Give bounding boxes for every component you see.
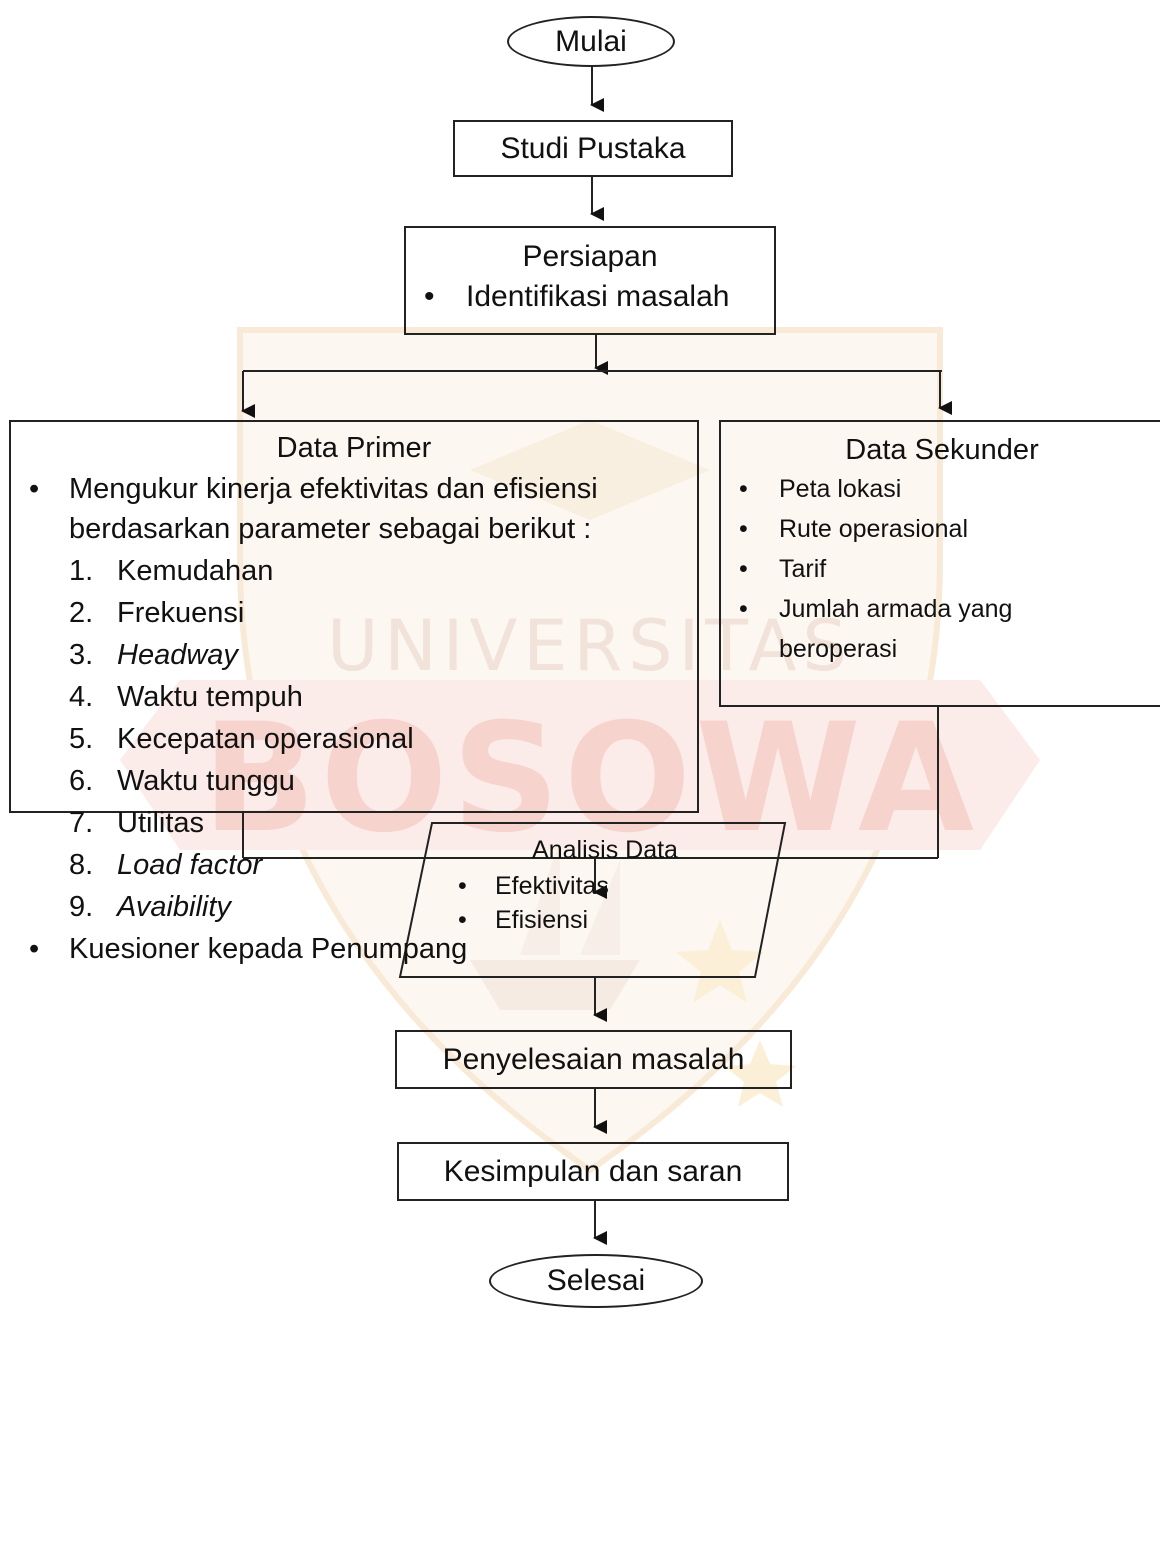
studi-pustaka-label: Studi Pustaka <box>500 131 686 165</box>
persiapan-list: Identifikasi masalah <box>406 280 774 314</box>
data-sekunder-title: Data Sekunder <box>845 434 1039 466</box>
param-label: Avaibility <box>117 891 231 923</box>
bullet-1-line-1: Mengukur kinerja efektivitas dan efisien… <box>69 473 598 505</box>
param-label: Waktu tunggu <box>117 765 295 797</box>
start-label: Mulai <box>555 24 627 58</box>
data-primer-bullet-1: Mengukur kinerja efektivitas dan efisien… <box>11 469 697 929</box>
data-sekunder-item: Tarif <box>721 549 1160 589</box>
param-label: Kemudahan <box>117 555 274 587</box>
data-sekunder-item: Peta lokasi <box>721 469 1160 509</box>
data-primer-box: Data Primer Mengukur kinerja efektivitas… <box>9 420 699 969</box>
kesimpulan-saran-box: Kesimpulan dan saran <box>397 1142 789 1201</box>
persiapan-item: Identifikasi masalah <box>406 280 774 314</box>
penyelesaian-label: Penyelesaian masalah <box>442 1042 745 1076</box>
bullet-2-text: Kuesioner kepada Penumpang <box>69 933 468 965</box>
param-label: Frekuensi <box>117 597 245 629</box>
persiapan-box: Persiapan Identifikasi masalah <box>404 226 776 335</box>
parameter-list: 1.Kemudahan 2.Frekuensi 3.Headway 4.Wakt… <box>69 551 697 929</box>
param-label: Kecepatan operasional <box>117 723 414 755</box>
studi-pustaka-box: Studi Pustaka <box>453 120 733 177</box>
persiapan-title: Persiapan <box>522 240 658 273</box>
data-primer-title: Data Primer <box>276 432 432 464</box>
analisis-item: Efektivitas <box>440 869 760 903</box>
end-label: Selesai <box>546 1264 646 1297</box>
param-label: Headway <box>117 639 238 671</box>
param-item: 2.Frekuensi <box>69 597 245 629</box>
param-label: Waktu tempuh <box>117 681 303 713</box>
data-sekunder-item: Rute operasional <box>721 509 1160 549</box>
data-sekunder-list: Peta lokasi Rute operasional Tarif Jumla… <box>721 469 1160 669</box>
param-item: 7.Utilitas <box>69 807 205 839</box>
param-item: 3.Headway <box>69 639 238 671</box>
param-item: 4.Waktu tempuh <box>69 681 303 713</box>
kesimpulan-label: Kesimpulan dan saran <box>443 1154 743 1188</box>
param-label: Utilitas <box>117 807 205 839</box>
data-sekunder-item: Jumlah armada yang beroperasi <box>721 589 1160 669</box>
persiapan-item-text: Identifikasi masalah <box>466 280 730 313</box>
param-item: 5.Kecepatan operasional <box>69 723 414 755</box>
param-item: 8.Load factor <box>69 849 263 881</box>
param-item: 9.Avaibility <box>69 891 231 923</box>
param-label: Load factor <box>117 849 263 881</box>
end-terminal: Selesai <box>489 1254 703 1308</box>
penyelesaian-masalah-box: Penyelesaian masalah <box>395 1030 792 1089</box>
analisis-data-content: Analisis Data Efektivitas Efisiensi <box>440 836 760 937</box>
data-primer-list: Mengukur kinerja efektivitas dan efisien… <box>11 469 697 969</box>
analisis-data-title: Analisis Data <box>532 836 678 864</box>
param-item: 6.Waktu tunggu <box>69 765 295 797</box>
start-terminal: Mulai <box>507 16 675 67</box>
analisis-item: Efisiensi <box>440 903 760 937</box>
analisis-data-list: Efektivitas Efisiensi <box>440 869 760 937</box>
data-sekunder-box: Data Sekunder Peta lokasi Rute operasion… <box>719 420 1160 707</box>
data-primer-bullet-2: Kuesioner kepada Penumpang <box>11 929 697 969</box>
param-item: 1.Kemudahan <box>69 555 274 587</box>
bullet-1-line-2: berdasarkan parameter sebagai berikut : <box>69 513 592 545</box>
